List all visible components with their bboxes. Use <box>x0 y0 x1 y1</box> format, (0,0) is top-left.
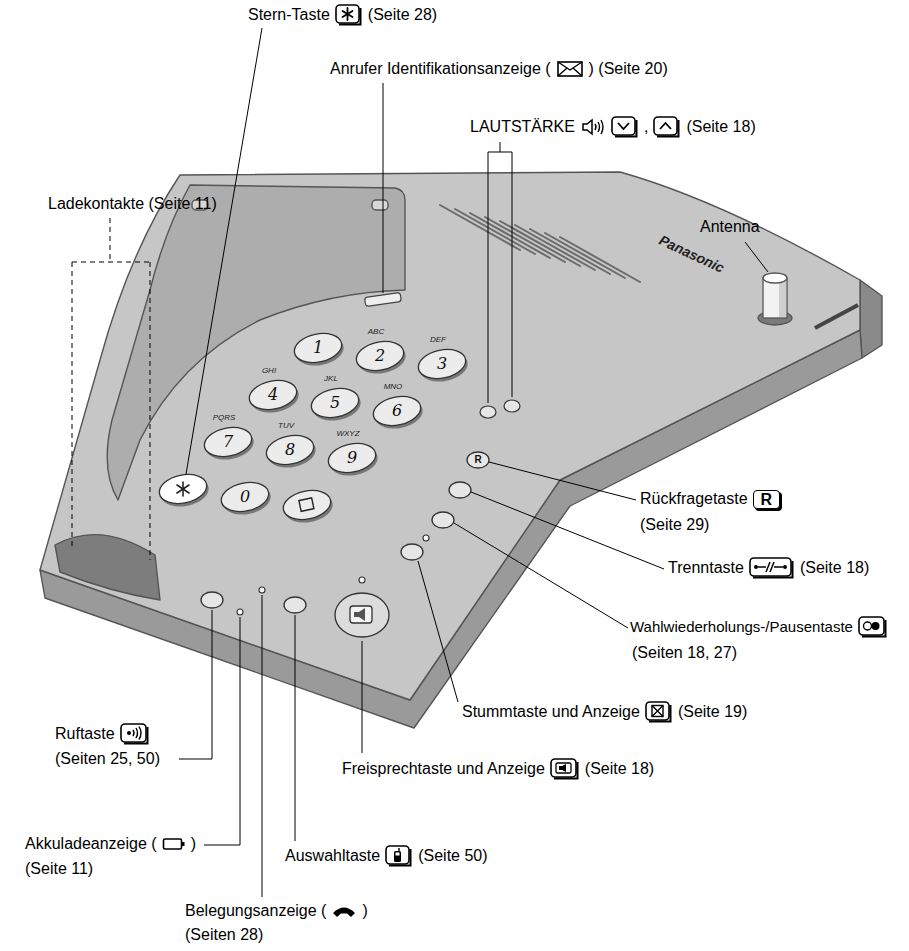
callout-label: Freisprechtaste und Anzeige <box>342 758 545 780</box>
charging-cradle <box>55 535 160 600</box>
key-digit: 6 <box>392 403 402 419</box>
callout-label: Stummtaste und Anzeige <box>462 701 640 723</box>
leader-line <box>262 595 263 897</box>
volume-buttons <box>480 400 520 418</box>
envelope-icon <box>556 59 584 79</box>
callout-label: LAUTSTÄRKE <box>470 116 575 138</box>
redial-key-icon <box>858 616 888 638</box>
leader-line <box>179 610 212 759</box>
leader-line <box>418 561 458 702</box>
indicator-leds <box>237 535 429 615</box>
side-groove <box>815 305 858 328</box>
battery-icon <box>162 836 186 852</box>
callout-label: Anrufer Identifikationsanzeige ( <box>330 58 551 80</box>
key-letters: GHI <box>262 367 276 375</box>
key-letters: TUV <box>278 422 294 430</box>
intercom-key-icon <box>120 723 150 745</box>
leader-line <box>186 28 262 474</box>
callout-label: Akkuladeanzeige ( <box>25 833 157 855</box>
leader-line <box>295 615 296 841</box>
leader-line <box>454 523 628 628</box>
key-digit: 4 <box>268 387 278 403</box>
right-side-face <box>860 280 882 358</box>
callout-label: Stern-Taste <box>248 4 330 26</box>
antenna <box>758 273 792 325</box>
up-key-icon <box>653 116 681 138</box>
leader-line <box>471 492 664 569</box>
function-buttons <box>201 452 489 613</box>
leader-line <box>204 617 240 845</box>
page-ref: (Seite 18) <box>585 758 654 780</box>
callout-label: ) <box>362 900 367 922</box>
key-letters: DEF <box>430 336 446 344</box>
leader-line <box>383 83 384 293</box>
key-digit: 3 <box>437 356 447 372</box>
leader-line <box>489 462 636 500</box>
page-ref: (Seite 29) <box>640 514 709 536</box>
callout-label: Ruftaste <box>55 723 115 745</box>
leader-dashed <box>72 218 150 560</box>
page-ref: (Seite 50) <box>418 845 487 867</box>
key-letters: JKL <box>324 375 338 383</box>
page-ref: (Seite 19) <box>678 701 747 723</box>
speaker-icon <box>580 117 606 137</box>
handset-cradle <box>107 185 405 500</box>
star-key-icon <box>335 4 363 26</box>
speaker-grille <box>440 205 640 282</box>
speakerphone-button <box>335 593 389 637</box>
callout-label: Wahlwiederholungs-/Pausentaste <box>630 616 853 638</box>
key-digit: 7 <box>223 434 233 450</box>
key-letters: ABC <box>368 328 384 336</box>
leader-bracket <box>488 142 512 403</box>
page-ref: (Seite 11) <box>25 858 93 880</box>
key-symbol: R <box>753 490 781 509</box>
key-digit: 2 <box>375 348 385 364</box>
square-key-symbol <box>299 498 314 511</box>
handset-icon <box>331 903 357 919</box>
brand-logo: Panasonic <box>657 233 726 275</box>
cradle-hook <box>372 200 388 210</box>
page-ref: (Seiten 18, 27) <box>632 642 737 664</box>
key-letters: PQRS <box>213 414 236 422</box>
page-ref: (Seite 18) <box>800 557 869 579</box>
key-digit: 8 <box>285 442 295 458</box>
key-letters: WXYZ <box>336 430 359 438</box>
button-letter: R <box>474 455 481 465</box>
page-ref: (Seiten 28) <box>185 924 263 946</box>
down-key-icon <box>611 116 639 138</box>
mute-key-icon <box>645 701 673 723</box>
speakerphone-key-icon <box>550 758 580 780</box>
keypad-keys <box>157 329 469 523</box>
page-ref: (Seite 18) <box>686 116 755 138</box>
key-letters: MNO <box>384 383 403 391</box>
base-body <box>40 172 882 728</box>
star-key-symbol <box>177 482 189 496</box>
leader-line <box>362 641 363 753</box>
release-key-icon <box>749 557 795 579</box>
callout-label: ) <box>191 833 196 855</box>
caller-id-indicator <box>364 293 401 307</box>
page-ref: (Seite 28) <box>368 4 437 26</box>
key-digit: 0 <box>240 489 250 505</box>
callout-label: Belegungsanzeige ( <box>185 900 326 922</box>
leader-line <box>745 242 768 272</box>
callout-label: Trenntaste <box>668 557 744 579</box>
select-key-icon <box>385 845 413 867</box>
page-ref: ) (Seite 20) <box>589 58 668 80</box>
top-surface <box>40 172 860 700</box>
leader-lines <box>72 28 768 897</box>
key-digit: 5 <box>330 395 340 411</box>
callout-label: Rückfragetaste <box>640 488 748 510</box>
callout-label: Auswahltaste <box>285 845 380 867</box>
key-digit: 9 <box>347 450 357 466</box>
callout-label: Ladekontakte (Seite 11) <box>48 193 217 215</box>
callout-label: Antenna <box>700 216 760 238</box>
key-digit: 1 <box>313 340 323 356</box>
page-ref: (Seiten 25, 50) <box>55 748 160 770</box>
separator: , <box>644 116 648 138</box>
